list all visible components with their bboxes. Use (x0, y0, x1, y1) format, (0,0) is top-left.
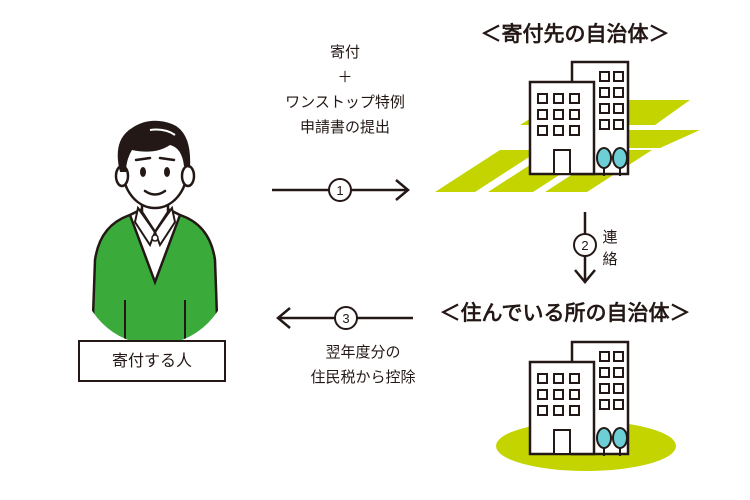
destination-title: ＜寄付先の自治体＞ (480, 22, 670, 46)
step1-number: 1 (336, 183, 343, 198)
step3-line: 翌年度分の (325, 343, 401, 361)
step1-line: ワンストップ特例 (285, 93, 405, 111)
step3-label: 翌年度分の 住民税から控除 (268, 340, 458, 390)
tree-icon (596, 427, 612, 456)
step2-line: 連 (602, 228, 618, 246)
step1-line: 寄付 (329, 43, 360, 61)
tree-icon (612, 147, 628, 176)
step1-line: 申請書の提出 (299, 118, 390, 136)
step2-number-circle (573, 233, 597, 257)
step2-line: 絡 (602, 250, 618, 268)
tree-icon (596, 147, 612, 176)
tree-icon (612, 427, 628, 456)
step1-line: ＋ (337, 68, 353, 86)
step2-label: 連 絡 (598, 226, 622, 270)
person-illustration (80, 120, 230, 345)
step1-label: 寄付 ＋ ワンストップ特例 申請書の提出 (250, 40, 440, 140)
step3-number: 3 (342, 311, 349, 326)
step3-line: 住民税から控除 (310, 368, 416, 386)
residence-building (528, 340, 630, 456)
step2-number: 2 (581, 238, 588, 253)
destination-building (528, 60, 630, 176)
person-label: 寄付する人 (78, 340, 226, 382)
step1-number-circle (328, 178, 352, 202)
step3-number-circle (334, 306, 358, 330)
residence-title: ＜住んでいる所の自治体＞ (439, 301, 691, 325)
